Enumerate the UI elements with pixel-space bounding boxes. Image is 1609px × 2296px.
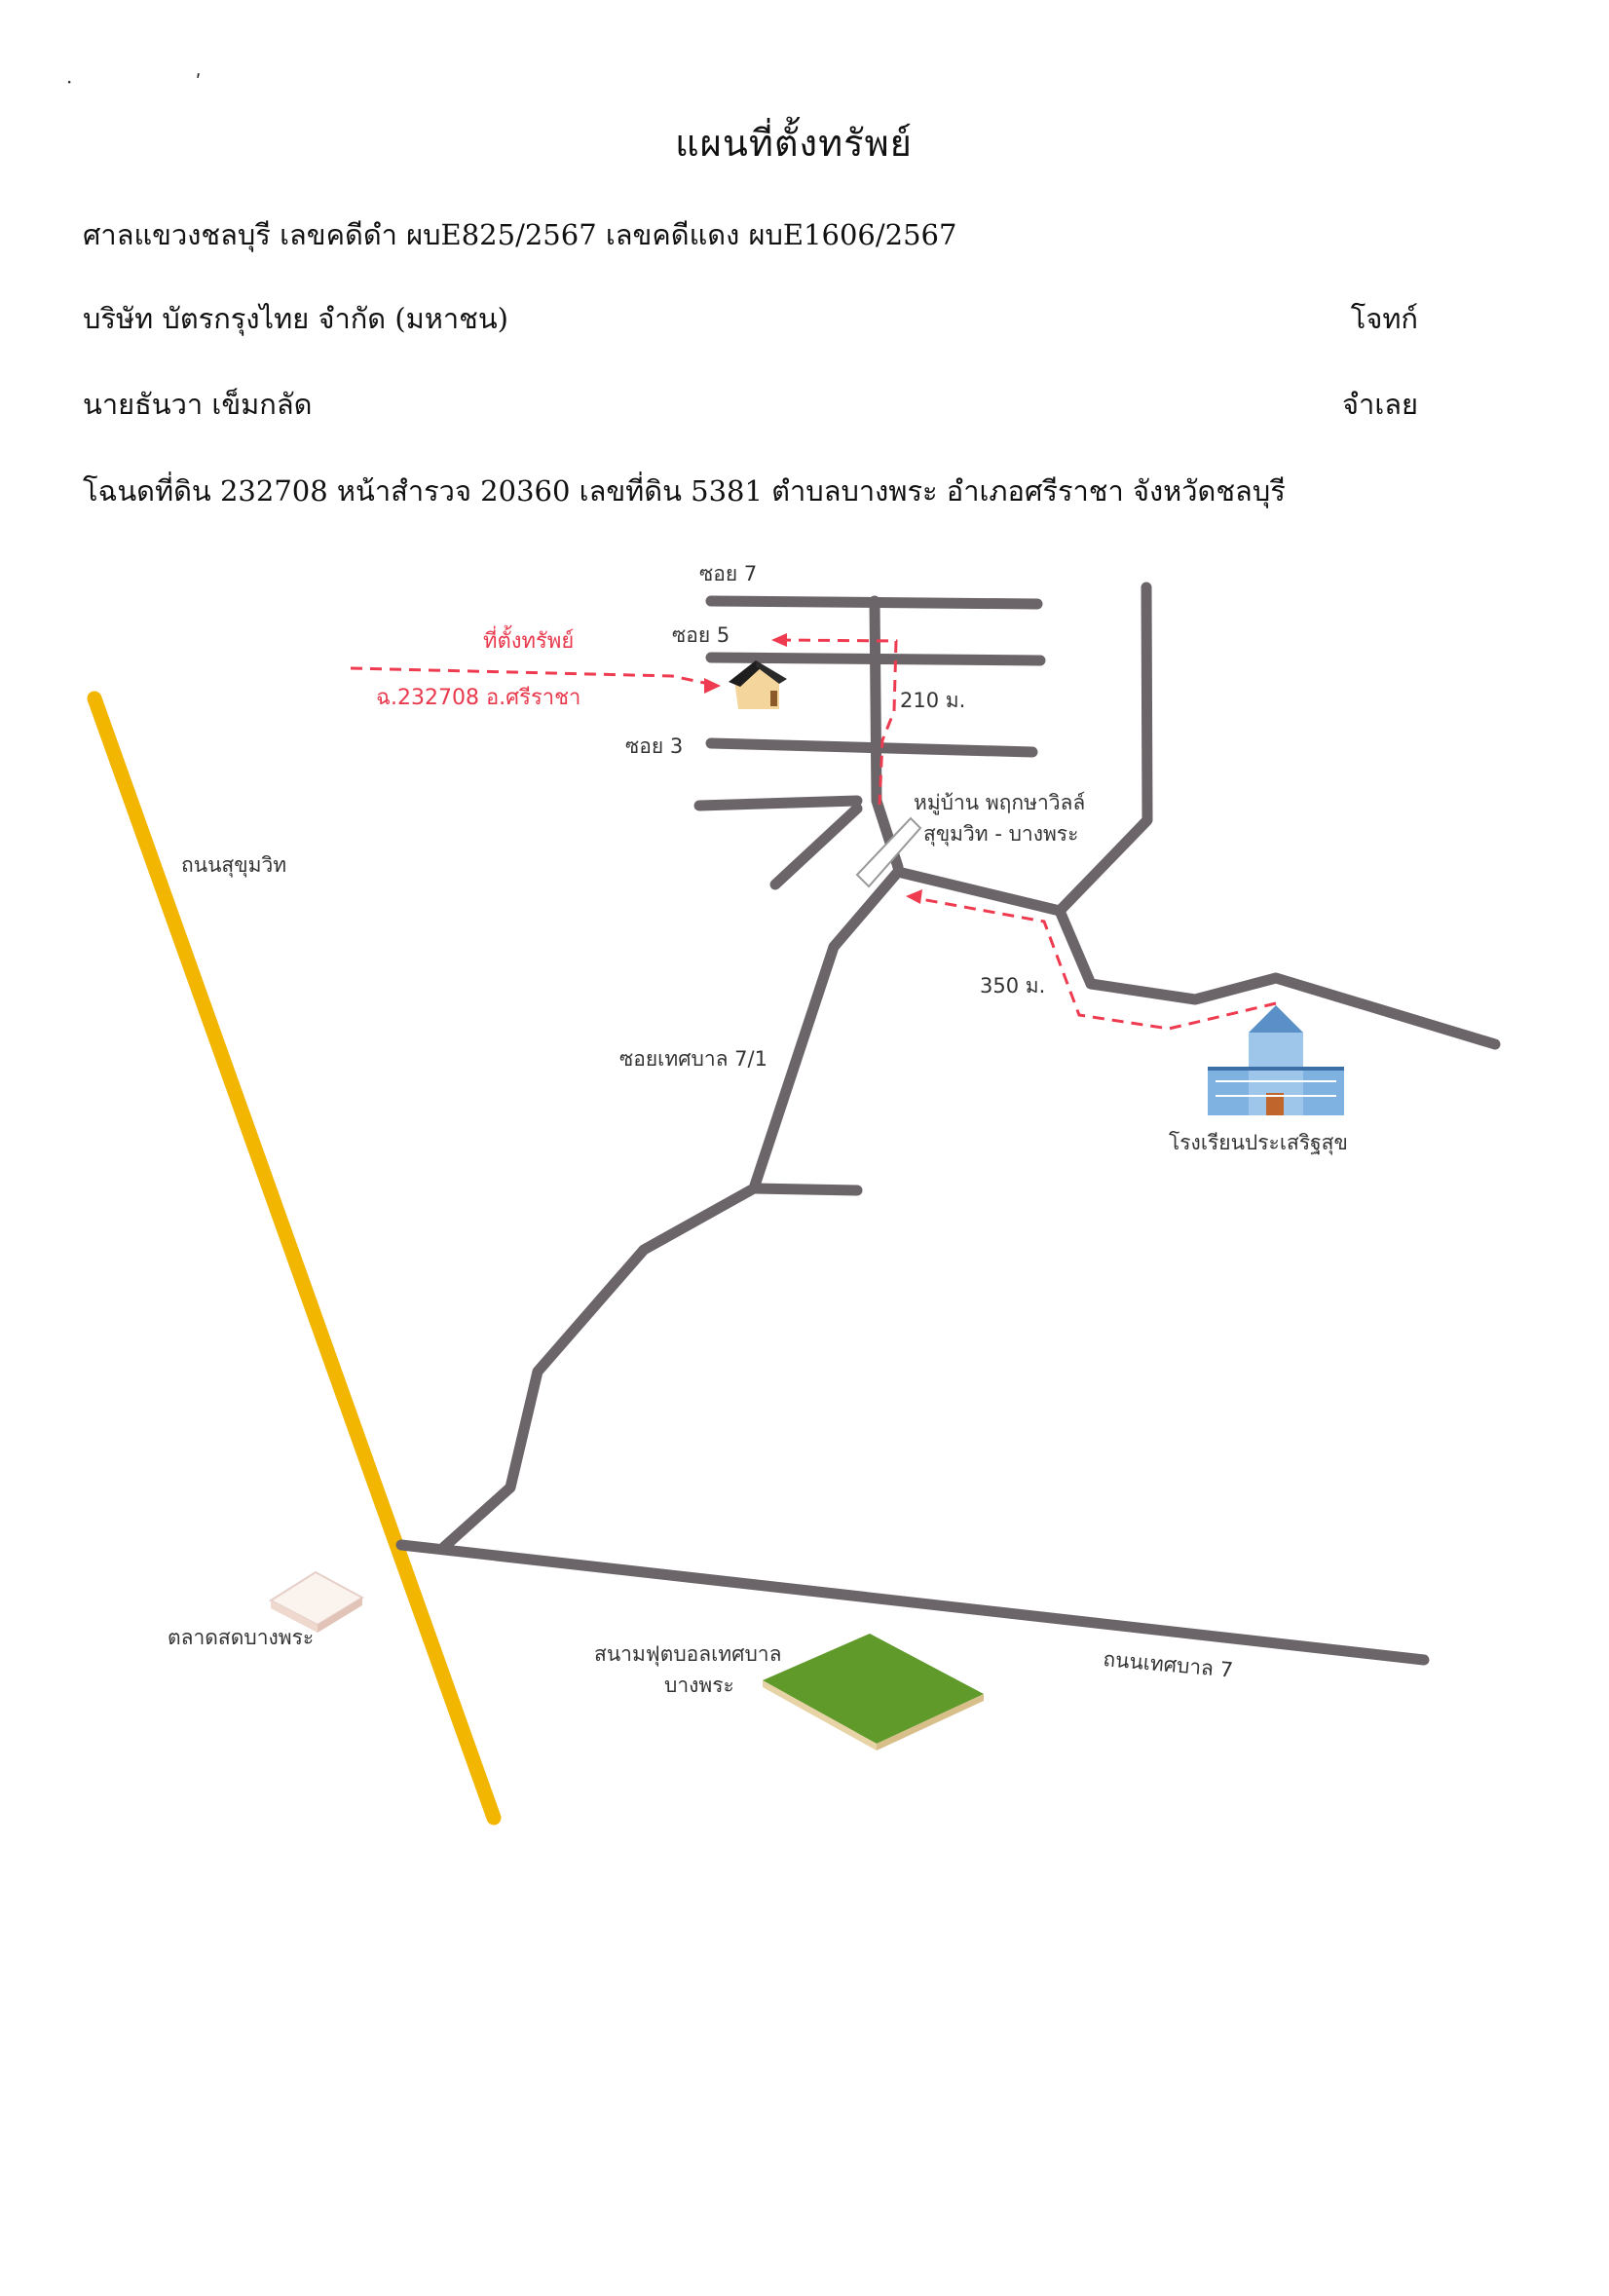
market-icon	[268, 1570, 365, 1633]
label-deed-ref: ฉ.232708 อ.ศรีราชา	[376, 686, 580, 710]
label-soi-5: ซอย 5	[672, 623, 730, 647]
road-tessaban-7	[395, 1539, 1430, 1666]
label-property: ที่ตั้งทรัพย์	[483, 625, 574, 654]
label-distance-350: 350 ม.	[980, 974, 1045, 997]
label-soi-7: ซอย 7	[699, 562, 757, 585]
label-stadium-line1: สนามฟุตบอลเทศบาล	[594, 1642, 781, 1667]
label-distance-210: 210 ม.	[900, 689, 965, 712]
label-village-line2: สุขุมวิท - บางพระ	[923, 822, 1078, 847]
defendant-name: นายธันวา เข็มกลัด	[83, 388, 313, 421]
road-sukhumvit	[87, 691, 502, 1826]
label-stadium-line2: บางพระ	[664, 1674, 734, 1697]
label-market: ตลาดสดบางพระ	[168, 1626, 314, 1649]
route-dashed-210m	[778, 638, 898, 806]
label-tessaban-7: ถนนเทศบาล 7	[1103, 1647, 1234, 1682]
scan-marks: · ʹ	[66, 70, 260, 94]
deed-line: โฉนดที่ดิน 232708 หน้าสำรวจ 20360 เลขที่…	[83, 474, 1286, 508]
village-gate-icon	[855, 816, 922, 888]
football-field-icon	[763, 1634, 984, 1750]
school-building-icon	[1208, 1005, 1344, 1115]
label-sukhumvit: ถนนสุขุมวิท	[181, 853, 286, 878]
road-soi-1	[693, 795, 863, 811]
route-dashed-350m	[915, 896, 1277, 1031]
road-east	[892, 866, 1501, 1050]
road-tessaban-branch	[748, 1183, 863, 1196]
arrow-to-property-icon	[704, 678, 721, 694]
page-title: แผนที่ตั้งทรัพย์	[675, 122, 913, 165]
label-school: โรงเรียนประเสริฐสุข	[1169, 1131, 1348, 1155]
label-soi-tessaban-7-1: ซอยเทศบาล 7/1	[619, 1047, 767, 1071]
road-soi-tessaban-7-1	[438, 866, 904, 1553]
defendant-role: จำเลย	[1342, 388, 1418, 421]
plaintiff-role: โจทก์	[1350, 302, 1418, 335]
plaintiff-name: บริษัท บัตรกรุงไทย จำกัด (มหาชน)	[83, 302, 508, 335]
arrow-to-gate-icon	[906, 889, 922, 904]
house-icon	[729, 660, 787, 709]
road-branch-left	[769, 803, 863, 890]
arrow-to-soi5-icon	[771, 633, 787, 647]
court-case-line: ศาลแขวงชลบุรี เลขคดีดำ ผบE825/2567 เลขคด…	[83, 218, 957, 251]
road-right-vertical	[1054, 582, 1153, 917]
label-soi-3: ซอย 3	[625, 734, 683, 758]
label-village-line1: หมู่บ้าน พฤกษาวิลล์	[914, 791, 1085, 815]
route-dashed-pointer	[350, 666, 710, 686]
